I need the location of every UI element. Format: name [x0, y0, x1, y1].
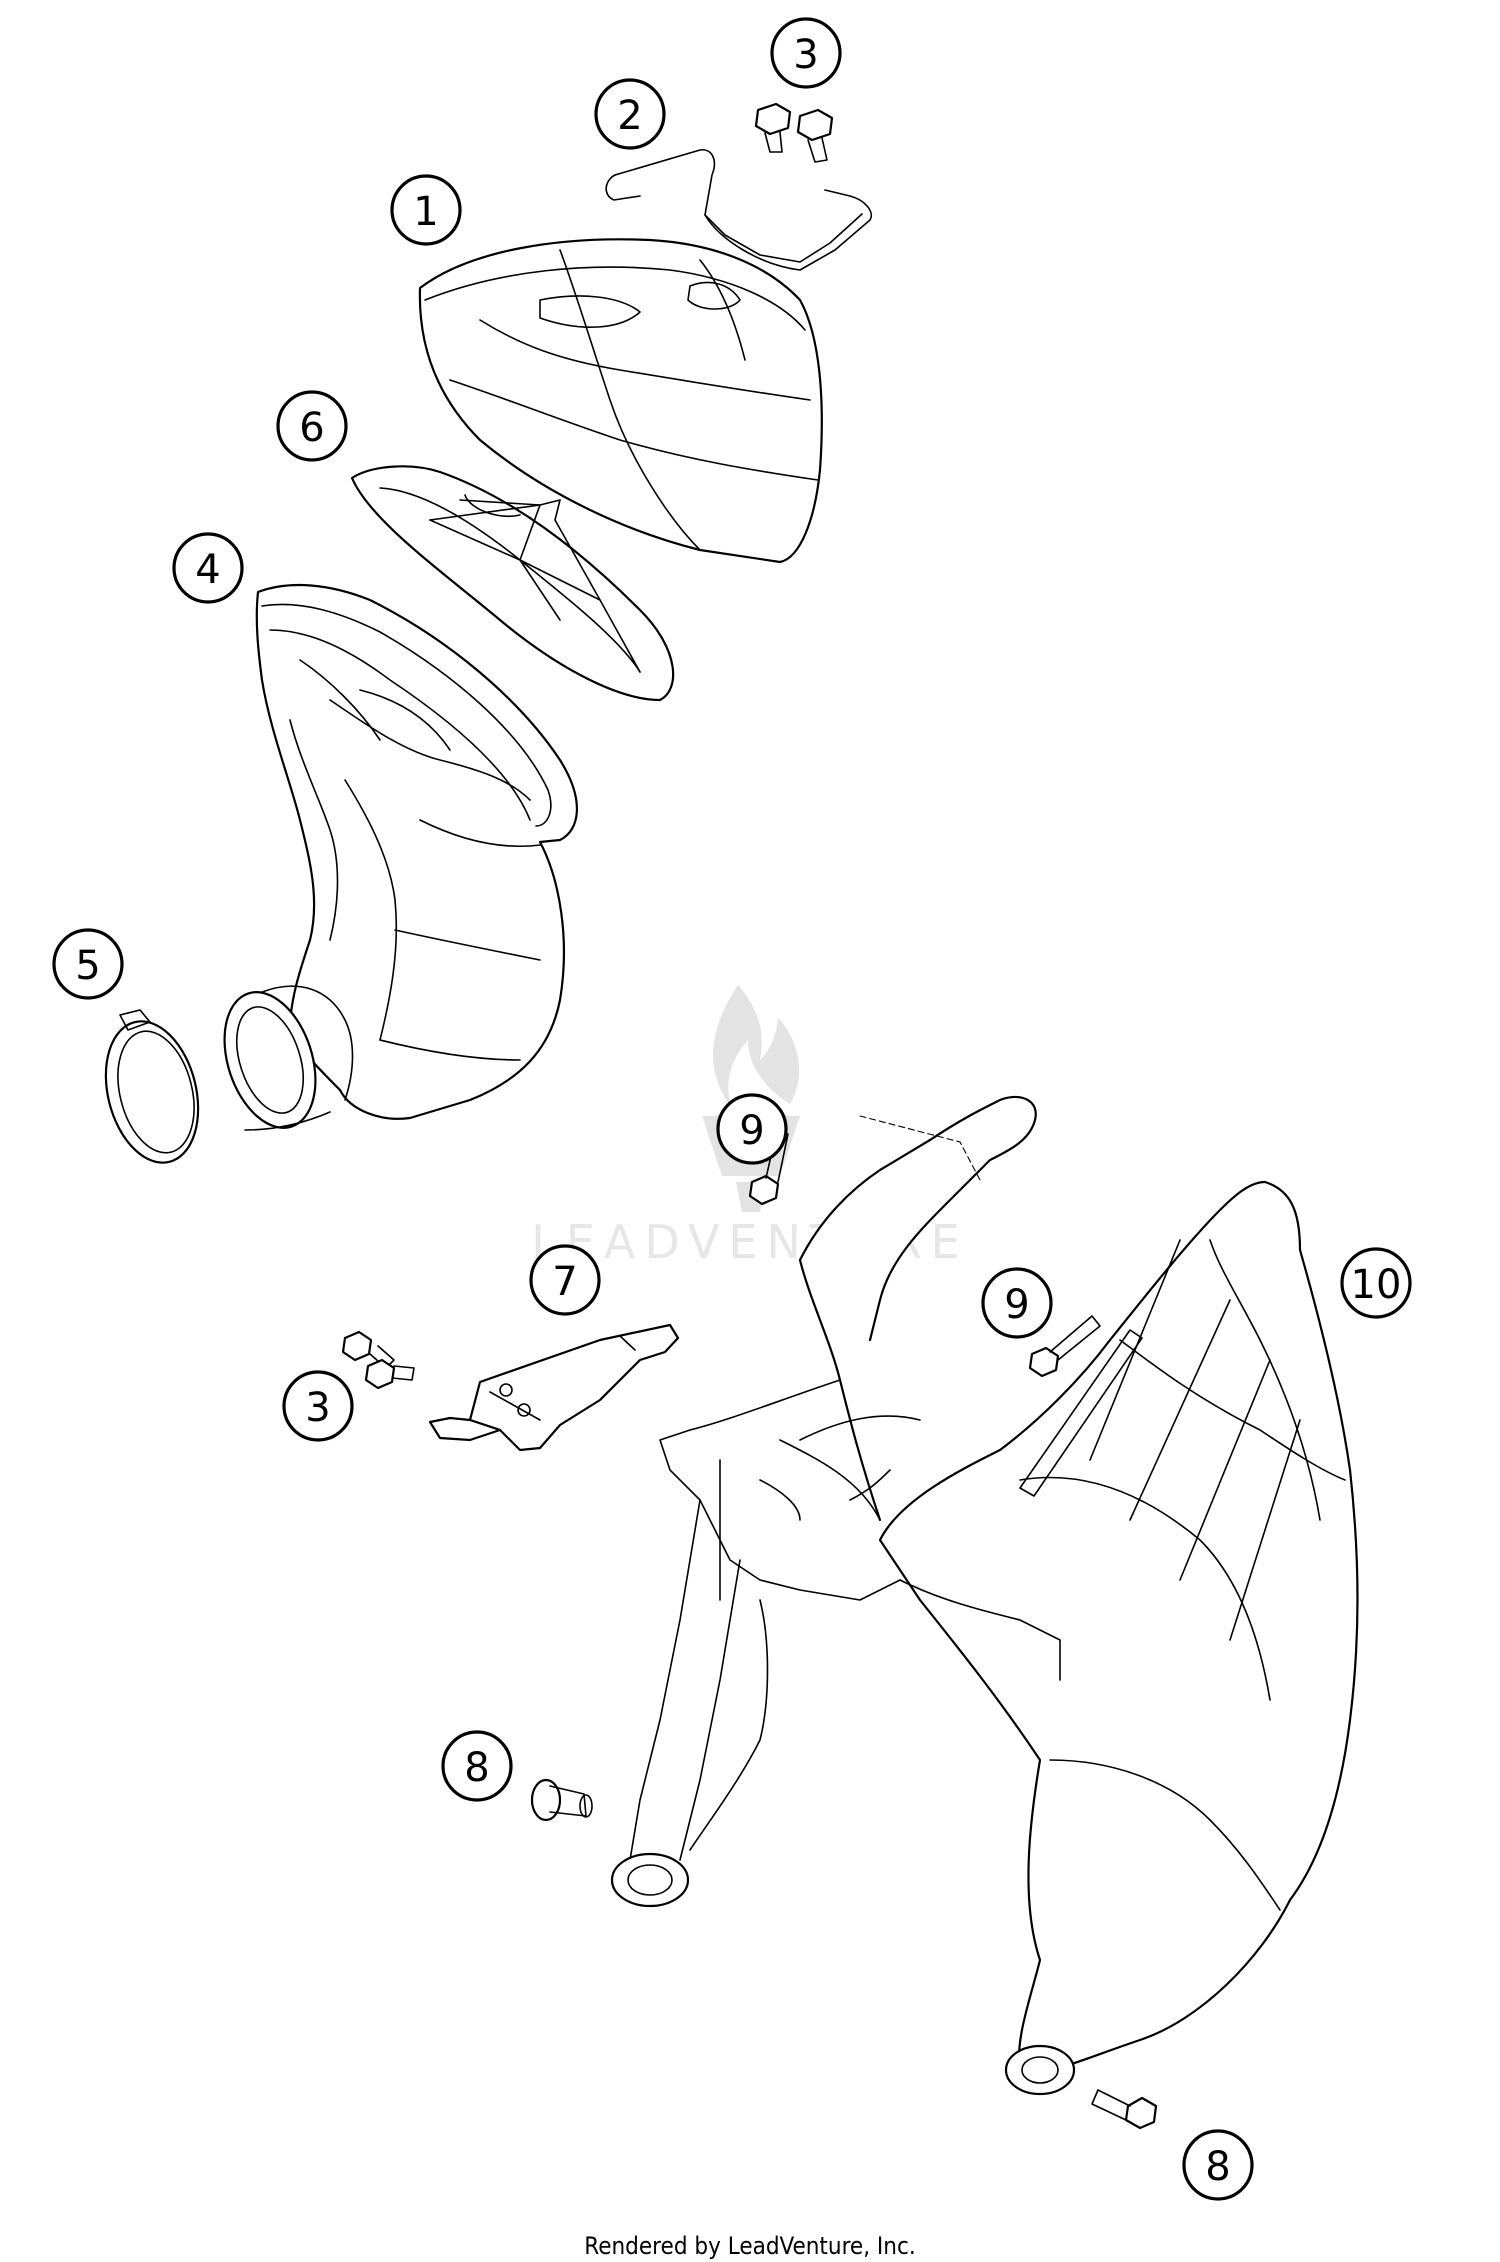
callout-9-left: 9	[716, 1093, 788, 1165]
svg-text:8: 8	[1205, 2144, 1230, 2190]
svg-text:3: 3	[793, 32, 818, 78]
callout-4: 4	[172, 532, 244, 604]
part-8-bolt-left	[530, 1778, 593, 1822]
part-3-screws-top	[754, 102, 834, 163]
callout-3-top: 3	[770, 17, 842, 89]
svg-text:3: 3	[305, 1385, 330, 1431]
callout-6: 6	[276, 390, 348, 462]
callout-3-lower: 3	[282, 1370, 354, 1442]
callout-9-right: 9	[981, 1267, 1053, 1339]
svg-text:9: 9	[739, 1108, 764, 1154]
svg-text:1: 1	[413, 189, 438, 235]
callout-2: 2	[594, 78, 666, 150]
footer-credit: Rendered by LeadVenture, Inc.	[584, 2232, 916, 2260]
part-7-bracket	[428, 1323, 680, 1452]
part-8-bolt-right	[1091, 2089, 1158, 2130]
svg-text:4: 4	[195, 547, 220, 593]
part-10-subframe-housing	[878, 1180, 1359, 2096]
svg-text:9: 9	[1004, 1282, 1029, 1328]
part-9-bolt-right	[1028, 1315, 1101, 1378]
part-6-air-filter	[350, 465, 675, 702]
callout-7: 7	[529, 1244, 601, 1316]
svg-text:8: 8	[464, 1745, 489, 1791]
part-1-filter-box-cover	[418, 238, 823, 564]
part-2-wire-clip	[605, 149, 872, 271]
part-3-screws-lower	[341, 1330, 415, 1390]
svg-text:6: 6	[299, 405, 324, 451]
part-5-hose-clamp	[104, 1009, 200, 1164]
callout-8-left: 8	[441, 1730, 513, 1802]
callout-5: 5	[52, 928, 124, 1000]
svg-text:2: 2	[617, 93, 642, 139]
svg-text:5: 5	[75, 943, 100, 989]
callout-1: 1	[390, 174, 462, 246]
svg-text:10: 10	[1351, 1262, 1402, 1308]
callout-8-right: 8	[1182, 2129, 1254, 2201]
subframe-support	[610, 1095, 1061, 1908]
svg-text:7: 7	[552, 1259, 577, 1305]
callout-10: 10	[1340, 1247, 1412, 1319]
part-4-air-box	[223, 583, 578, 1131]
